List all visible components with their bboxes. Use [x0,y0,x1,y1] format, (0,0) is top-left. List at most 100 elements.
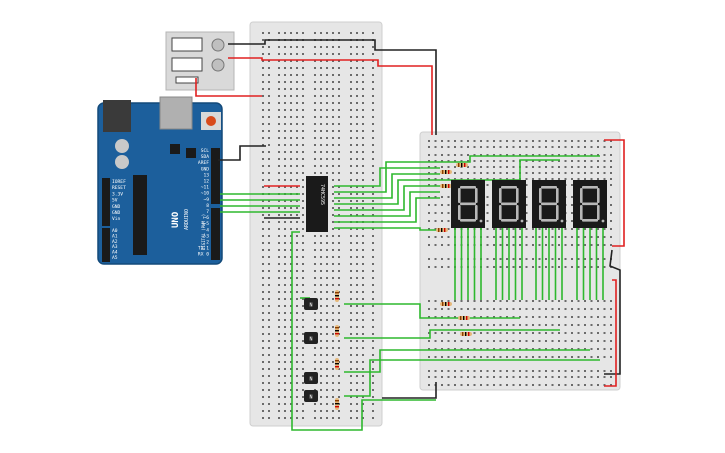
resistor-band [335,400,339,402]
hole [551,266,554,268]
hole [262,123,264,125]
hole [268,410,270,412]
arduino-power-jack [103,100,131,132]
push-button-2[interactable] [171,57,203,72]
hole [441,316,443,318]
button-cap-1 [211,38,225,52]
hole [610,376,612,378]
hole [428,140,430,142]
hole [326,102,328,104]
hole [268,102,270,104]
wire-seg-c [334,173,440,199]
hole [590,172,593,174]
hole [314,368,316,370]
hole [296,277,298,279]
hole [356,277,358,279]
hole [525,196,528,198]
hole [519,146,521,148]
hole [428,356,430,358]
hole [454,376,456,378]
hole [538,146,541,148]
hole [519,266,521,268]
arduino-pin-label: ~3 [203,233,209,239]
hole [499,340,502,342]
resistor-band [442,184,444,188]
hole [551,258,554,260]
hole [577,146,580,148]
hole [350,382,352,384]
hole [577,228,580,230]
hole [538,376,541,378]
hole [278,277,280,279]
hole [290,326,292,328]
hole [362,130,364,132]
hole [296,109,298,111]
hole [350,214,352,216]
hole [296,249,298,251]
hole [506,258,508,260]
push-button-1[interactable] [171,37,203,52]
hole [454,384,456,386]
hole [473,384,476,386]
hole [290,165,292,167]
segment [499,188,502,203]
hole [558,146,560,148]
hole [551,324,554,326]
resistor-band [465,332,467,336]
hole [350,60,352,62]
hole [447,220,450,222]
switch-lever[interactable] [175,76,199,84]
hole [296,144,298,146]
resistor [456,163,468,167]
hole [538,324,541,326]
resistor-band [466,316,468,320]
hole [584,324,586,326]
hole [372,130,374,132]
hole [284,53,286,55]
hole [262,207,264,209]
arduino-microcontroller [133,175,147,255]
hole [434,184,437,186]
hole [296,403,298,405]
hole [356,389,358,391]
hole [584,160,586,162]
hole [262,340,264,342]
hole [610,212,612,214]
hole [372,228,374,230]
arduino-reset-button[interactable] [206,116,216,126]
arduino-pin-label: A4 [112,250,118,256]
segment [541,186,557,189]
hole [278,32,280,34]
hole [356,109,358,111]
hole [356,123,358,125]
segment [501,186,517,189]
hole [284,410,286,412]
hole [302,116,304,118]
hole [262,235,264,237]
segment [475,205,478,220]
hole [278,179,280,181]
hole [584,140,586,142]
hole [314,158,316,160]
hole [460,376,463,378]
hole [284,130,286,132]
decimal-point [560,219,564,223]
hole [460,384,463,386]
segment [460,186,476,189]
arduino-pin-label: 2 [206,240,209,246]
hole [356,361,358,363]
hole [590,166,593,168]
hole [302,130,304,132]
hole [577,376,580,378]
hole [467,146,469,148]
hole [434,172,437,174]
hole [486,220,489,222]
hole [499,324,502,326]
hole [350,256,352,258]
hole [532,356,534,358]
hole [372,326,374,328]
hole [434,308,437,310]
hole [480,154,482,156]
segment [582,219,598,222]
hole [284,277,286,279]
